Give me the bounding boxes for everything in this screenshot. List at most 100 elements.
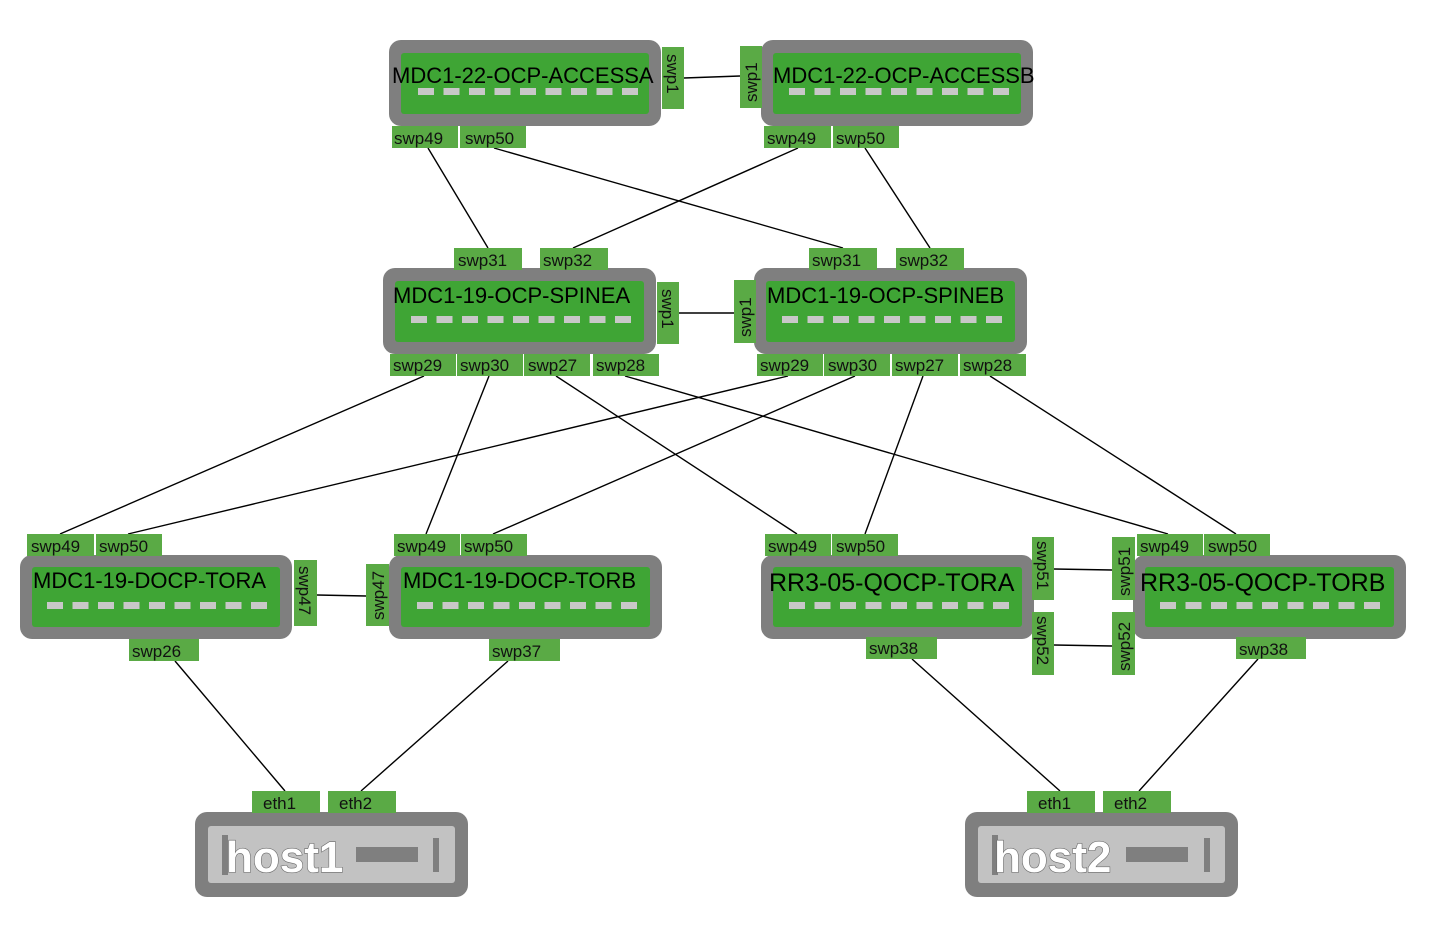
link-dtora-host1-eth1[interactable] [174,660,286,792]
port-label-spinea-swp31[interactable]: swp31 [454,248,522,270]
port-label-spinea-swp27[interactable]: swp27 [524,354,590,376]
link-qtora-qtorb-swp51[interactable] [1053,568,1113,571]
port-label-spineb-swp32[interactable]: swp32 [896,248,964,270]
device-name: MDC1-19-OCP-SPINEA [393,283,630,308]
port-slot [1338,602,1355,609]
port-label-spinea-swp28[interactable]: swp28 [593,354,659,376]
svg-text:swp51: swp51 [1033,541,1052,590]
device-name: RR3-05-QOCP-TORA [769,569,1015,597]
port-label-qtora-swp51[interactable]: swp51 [1032,537,1054,600]
svg-text:eth2: eth2 [339,794,372,813]
port-slots [417,602,637,609]
port-label-spinea-swp30[interactable]: swp30 [457,354,523,376]
port-slot [570,602,586,609]
port-label-spinea-swp1[interactable]: swp1 [657,282,679,344]
port-label-dtora-swp47[interactable]: swp47 [294,560,317,626]
port-label-accessb-swp50[interactable]: swp50 [833,126,899,148]
link-accessb-swp49-spinea-swp32[interactable] [572,147,799,249]
switch-accessb[interactable]: MDC1-22-OCP-ACCESSB [761,40,1035,126]
port-slot [487,316,504,323]
port-slot [1236,602,1253,609]
port-label-dtorb-swp50[interactable]: swp50 [461,534,527,556]
port-label-host2-eth2[interactable]: eth2 [1103,791,1171,813]
host-host2[interactable]: host2 [965,812,1238,897]
port-label-spinea-swp29[interactable]: swp29 [390,354,456,376]
port-label-spineb-swp28[interactable]: swp28 [960,354,1026,376]
switch-qocp-torb[interactable]: RR3-05-QOCP-TORB [1133,555,1406,639]
port-label-qtorb-swp50[interactable]: swp50 [1204,534,1270,556]
switch-spinea[interactable]: MDC1-19-OCP-SPINEA [383,268,656,354]
port-label-spineb-swp30[interactable]: swp30 [824,354,890,376]
port-slot [967,88,984,95]
port-slot [411,316,427,323]
port-label-spineb-swp1[interactable]: swp1 [734,280,756,343]
svg-text:swp49: swp49 [31,537,80,556]
link-qtora-qtorb-swp52[interactable] [1053,644,1113,647]
port-label-spineb-swp29[interactable]: swp29 [757,354,823,376]
port-label-qtorb-swp51[interactable]: swp51 [1112,537,1135,600]
port-label-qtora-swp49[interactable]: swp49 [765,534,831,556]
port-label-accessb-swp1[interactable]: swp1 [740,46,762,108]
port-label-dtora-swp26[interactable]: swp26 [129,639,199,661]
port-slots [789,88,1009,95]
link-accessa-swp50-spineb-swp31[interactable] [493,147,844,249]
link-qtora-host2-eth1[interactable] [911,658,1061,792]
port-label-qtorb-swp52[interactable]: swp52 [1112,612,1135,675]
svg-text:swp28: swp28 [963,356,1012,375]
svg-text:swp1: swp1 [663,54,682,94]
port-label-accessb-swp49[interactable]: swp49 [764,126,831,148]
switch-docp-torb[interactable]: MDC1-19-DOCP-TORB [389,555,662,639]
svg-text:swp32: swp32 [899,251,948,270]
link-spineb-swp30-dtorb-swp50[interactable] [492,375,856,535]
port-label-dtorb-swp47[interactable]: swp47 [366,564,389,626]
link-spinea-swp29-dtora-swp49[interactable] [59,375,425,535]
port-label-host2-eth1[interactable]: eth1 [1027,791,1095,813]
svg-text:swp50: swp50 [465,129,514,148]
port-label-qtorb-swp49[interactable]: swp49 [1137,534,1203,556]
port-slot [1185,602,1202,609]
port-slot [513,316,529,323]
link-spineb-swp28-qtorb-swp50[interactable] [989,375,1237,535]
port-label-accessa-swp1[interactable]: swp1 [662,47,684,109]
port-slot [442,602,459,609]
port-label-host1-eth2[interactable]: eth2 [328,791,396,813]
port-label-dtorb-swp37[interactable]: swp37 [489,639,560,661]
port-label-qtora-swp52[interactable]: swp52 [1032,612,1054,675]
port-label-spineb-swp27[interactable]: swp27 [892,354,958,376]
port-label-spinea-swp32[interactable]: swp32 [540,248,608,270]
port-slot [935,316,951,323]
link-accessb-swp50-spineb-swp32[interactable] [864,147,931,249]
port-slot [1287,602,1304,609]
link-accessa-accessb[interactable] [683,75,741,79]
port-slot [858,316,875,323]
port-label-dtora-swp49[interactable]: swp49 [27,534,94,556]
link-dtora-dtorb-swp47[interactable] [316,594,367,597]
port-slot [418,88,434,95]
switch-qocp-tora[interactable]: RR3-05-QOCP-TORA [761,555,1034,639]
switch-spineb[interactable]: MDC1-19-OCP-SPINEB [754,268,1027,354]
port-label-spineb-swp31[interactable]: swp31 [809,248,877,270]
port-label-host1-eth1[interactable]: eth1 [252,791,320,813]
port-slot [807,316,824,323]
host-host1[interactable]: host1 [195,812,468,897]
port-slots [1160,602,1380,609]
port-label-qtorb-swp38[interactable]: swp38 [1236,637,1306,659]
port-label-accessa-swp49[interactable]: swp49 [392,126,458,148]
port-slot [571,88,587,95]
link-spineb-swp29-dtora-swp50[interactable] [127,375,789,535]
link-accessa-swp49-spinea-swp31[interactable] [427,147,489,249]
link-spineb-swp27-qtora-swp50[interactable] [864,375,924,535]
port-label-qtora-swp38[interactable]: swp38 [866,637,937,659]
port-label-accessa-swp50[interactable]: swp50 [460,126,526,148]
device-name: MDC1-22-OCP-ACCESSA [392,63,654,88]
switch-accessa[interactable]: MDC1-22-OCP-ACCESSA [389,40,661,126]
svg-text:swp37: swp37 [492,642,541,661]
link-spinea-swp28-qtorb-swp49[interactable] [624,375,1169,535]
link-dtorb-host1-eth2[interactable] [360,660,509,792]
port-label-qtora-swp50[interactable]: swp50 [832,534,898,556]
port-label-dtora-swp50[interactable]: swp50 [96,534,162,556]
port-label-dtorb-swp49[interactable]: swp49 [394,534,460,556]
switch-docp-tora[interactable]: MDC1-19-DOCP-TORA [20,555,292,639]
link-spinea-swp27-qtora-swp49[interactable] [555,375,798,535]
link-qtorb-host2-eth2[interactable] [1138,658,1259,792]
